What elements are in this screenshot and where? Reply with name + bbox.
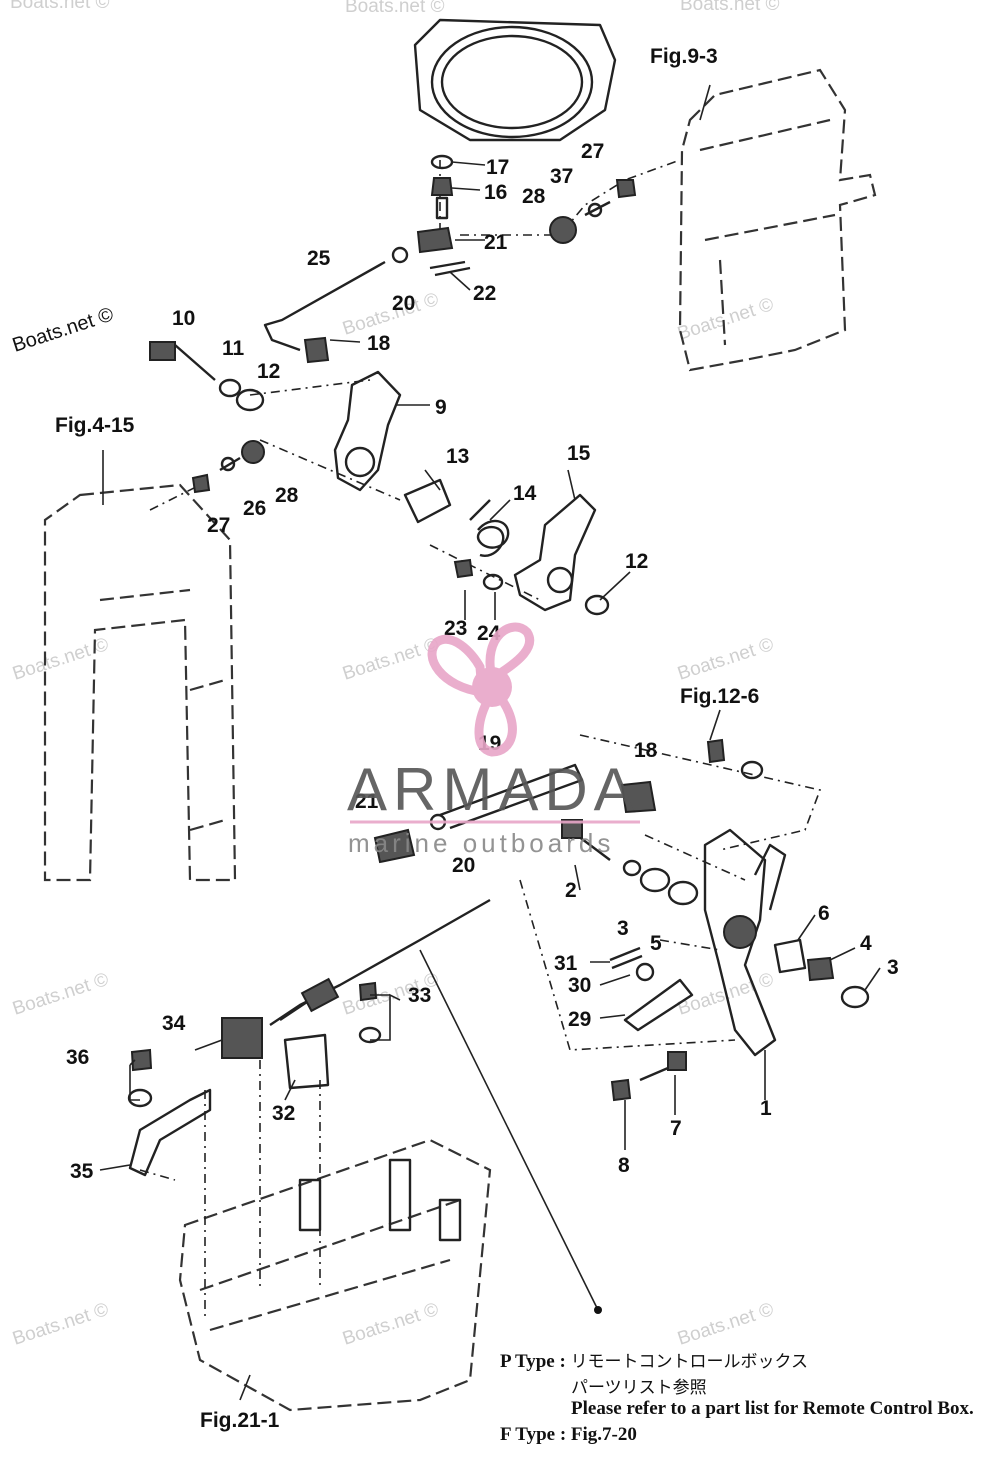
part-label-6: 6	[818, 902, 830, 925]
part-label-20b: 20	[452, 854, 475, 877]
part-label-1: 1	[760, 1097, 772, 1120]
watermark: Boats.net ©	[345, 0, 445, 17]
part-label-22: 22	[473, 282, 496, 305]
part-label-29: 29	[568, 1008, 591, 1031]
fig-9-3-housing	[678, 68, 877, 372]
part-label-4: 4	[860, 932, 872, 955]
part-label-31: 31	[554, 952, 578, 975]
watermark: Boats.net ©	[10, 1299, 111, 1350]
part-label-26: 26	[243, 497, 266, 520]
p-type-en: Please refer to a part list for Remote C…	[571, 1398, 974, 1419]
part-label-18: 18	[367, 332, 391, 355]
part-label-37: 37	[550, 165, 573, 188]
part-label-35: 35	[70, 1160, 94, 1183]
f-type-ref[interactable]: Fig.7-20	[570, 1424, 637, 1445]
watermark: Boats.net ©	[10, 0, 110, 13]
part-label-12: 12	[257, 360, 280, 383]
part-label-8: 8	[618, 1154, 630, 1177]
f-type-note: F Type : Fig.7-20	[500, 1424, 637, 1446]
part-labels: 1 2 3 3 4 5 6 7 8 9 10 11 12 12 13 14 15…	[66, 140, 899, 1183]
fig-ref-21-1[interactable]: Fig.21-1	[200, 1409, 280, 1432]
watermark-dark: Boats.net ©	[10, 303, 117, 356]
watermarks: Boats.net © Boats.net © Boats.net © Boat…	[10, 0, 780, 1350]
p-type-label: P Type :	[500, 1351, 566, 1372]
part-label-25: 25	[307, 247, 331, 270]
fig-ref-9-3[interactable]: Fig.9-3	[650, 45, 718, 68]
watermark: Boats.net ©	[10, 634, 111, 685]
part-label-5: 5	[650, 932, 662, 955]
part-label-28: 28	[522, 185, 546, 208]
part-label-21: 21	[484, 231, 508, 254]
part-label-10: 10	[172, 307, 195, 330]
part-label-3b: 3	[887, 956, 899, 979]
watermark: Boats.net ©	[340, 1299, 441, 1350]
f-type-label: F Type :	[500, 1424, 567, 1445]
watermark: Boats.net ©	[675, 634, 776, 685]
part-label-14: 14	[513, 482, 537, 505]
label-leaders	[99, 84, 881, 1401]
part-label-16: 16	[484, 181, 507, 204]
fig-ref-12-6[interactable]: Fig.12-6	[680, 685, 759, 708]
logo-tagline: marine outboards	[348, 828, 614, 858]
watermark: Boats.net ©	[675, 294, 776, 345]
watermark: Boats.net ©	[10, 969, 111, 1020]
part-label-20: 20	[392, 292, 415, 315]
fig-ref-4-15[interactable]: Fig.4-15	[55, 414, 135, 437]
figure-refs: Fig.9-3 Fig.4-15 Fig.12-6 Fig.21-1	[55, 45, 759, 1432]
watermark: Boats.net ©	[340, 634, 441, 685]
logo-name: ARMADA	[347, 756, 640, 823]
part-label-28b: 28	[275, 484, 299, 507]
part-label-30: 30	[568, 974, 591, 997]
part-label-17: 17	[486, 156, 509, 179]
watermark: Boats.net ©	[340, 289, 441, 340]
part-label-23: 23	[444, 617, 467, 640]
ring-housing	[413, 18, 617, 142]
propeller-icon	[427, 622, 534, 757]
part-label-32: 32	[272, 1102, 295, 1125]
p-type-note: P Type : リモートコントロールボックス	[500, 1347, 808, 1373]
part-label-18b: 18	[634, 739, 658, 762]
part-label-33: 33	[408, 984, 431, 1007]
parts	[127, 154, 870, 1314]
part-label-11: 11	[222, 337, 245, 360]
part-label-9: 9	[435, 396, 447, 419]
part-label-36: 36	[66, 1046, 89, 1069]
part-label-2: 2	[565, 879, 577, 902]
part-label-7: 7	[670, 1117, 682, 1140]
p-type-jp-line2: パーツリスト参照	[571, 1378, 707, 1398]
p-type-jp-line1: リモートコントロールボックス	[570, 1352, 809, 1372]
part-label-27b: 27	[207, 514, 230, 537]
watermark: Boats.net ©	[680, 0, 780, 15]
part-label-27: 27	[581, 140, 604, 163]
part-label-21b: 21	[355, 790, 379, 813]
part-label-34: 34	[162, 1012, 186, 1035]
watermark: Boats.net ©	[675, 1299, 776, 1350]
armada-logo: ARMADA marine outboards	[347, 622, 640, 858]
part-label-3: 3	[617, 917, 629, 940]
assembly-lines	[139, 159, 822, 1320]
cable-end-dot	[594, 1306, 602, 1314]
part-label-13: 13	[446, 445, 469, 468]
part-label-12b: 12	[625, 550, 648, 573]
fig-21-1-housing	[178, 1138, 492, 1412]
fig-4-15-housing	[43, 483, 237, 882]
part-label-15: 15	[567, 442, 591, 465]
